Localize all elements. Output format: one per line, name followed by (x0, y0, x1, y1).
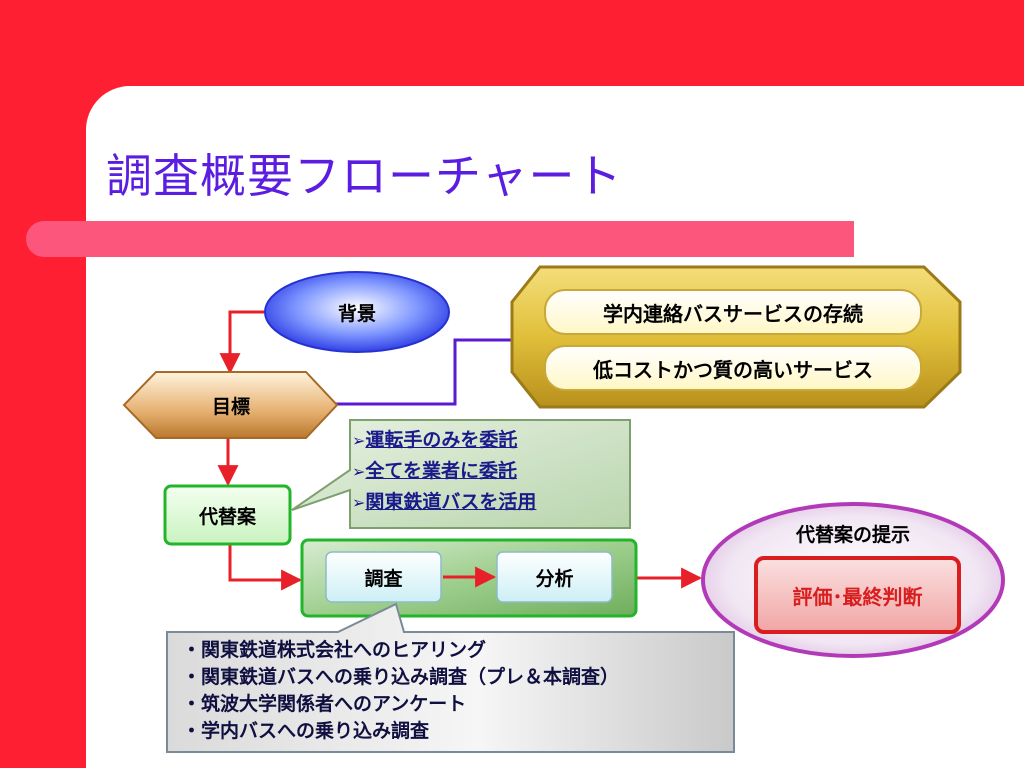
alternatives-list: ➢運転手のみを委託 ➢全てを業者に委託 ➢関東鉄道バスを活用 (352, 425, 628, 518)
alternative-item[interactable]: ➢関東鉄道バスを活用 (352, 491, 537, 513)
survey-label: 調査 (364, 567, 403, 590)
survey-detail-item: ・関東鉄道株式会社へのヒアリング (182, 639, 487, 661)
survey-node (325, 551, 442, 603)
arrow-bullet-icon: ➢ (352, 493, 366, 512)
connector-background-to-goal (219, 310, 266, 375)
page-title: 調査概要フローチャート (106, 149, 623, 203)
objective-item-1: 学内連絡バスサービスの存続 (603, 301, 863, 326)
arrow-bullet-icon: ➢ (352, 431, 366, 450)
survey-details-list: ・関東鉄道株式会社へのヒアリング ・関東鉄道バスへの乗り込み調査（プレ＆本調査）… (182, 637, 732, 745)
alternative-item[interactable]: ➢全てを業者に委託 (352, 460, 518, 482)
analysis-label: 分析 (535, 567, 574, 590)
title-underline-bar (26, 221, 854, 257)
alternatives-node (163, 484, 292, 546)
goal-label: 目標 (211, 395, 250, 418)
survey-detail-item: ・関東鉄道バスへの乗り込み調査（プレ＆本調査） (182, 666, 620, 688)
objective-pill-2 (544, 345, 922, 391)
arrow-bullet-icon: ➢ (352, 462, 366, 481)
goal-node (122, 371, 339, 439)
proposal-title: 代替案の提示 (795, 523, 910, 546)
background-label: 背景 (337, 302, 376, 325)
evaluation-node (754, 556, 961, 634)
connector-alternatives-to-survey (228, 544, 303, 591)
alternative-item[interactable]: ➢運転手のみを委託 (352, 429, 518, 451)
survey-detail-item: ・学内バスへの乗り込み調査 (182, 720, 430, 742)
alternatives-label: 代替案 (198, 505, 256, 528)
evaluation-label: 評価･最終判断 (792, 584, 923, 609)
survey-detail-item: ・筑波大学関係者へのアンケート (182, 693, 467, 715)
survey-callout-box (166, 602, 735, 753)
objective-item-2: 低コストかつ質の高いサービス (593, 357, 873, 382)
objective-pill-1 (544, 289, 922, 335)
connector-goal-to-objectives (336, 338, 520, 406)
analysis-node (496, 551, 613, 603)
alternatives-callout-box (291, 419, 631, 529)
background-node (264, 271, 450, 353)
